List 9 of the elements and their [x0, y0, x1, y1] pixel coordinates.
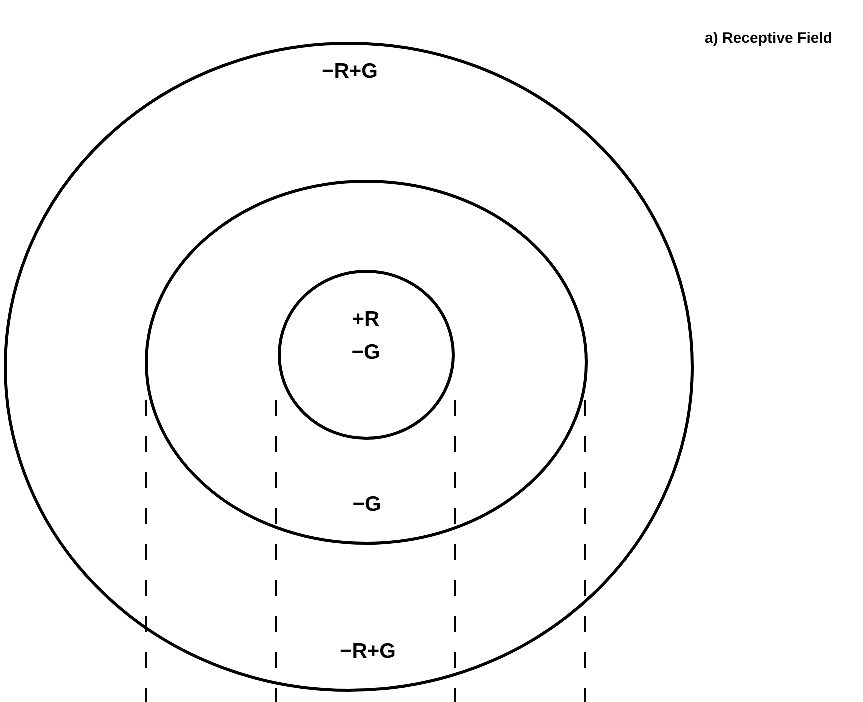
- region-label: −R+G: [322, 60, 378, 84]
- region-label: −G: [352, 493, 382, 517]
- region-label: −G: [352, 341, 380, 365]
- center-circle: [278, 270, 455, 440]
- region-label: +R: [352, 308, 380, 332]
- region-label: −R+G: [340, 640, 396, 664]
- outer-ring-circle: [4, 42, 694, 692]
- figure-title: a) Receptive Field: [705, 30, 833, 47]
- middle-ring-circle: [145, 180, 588, 545]
